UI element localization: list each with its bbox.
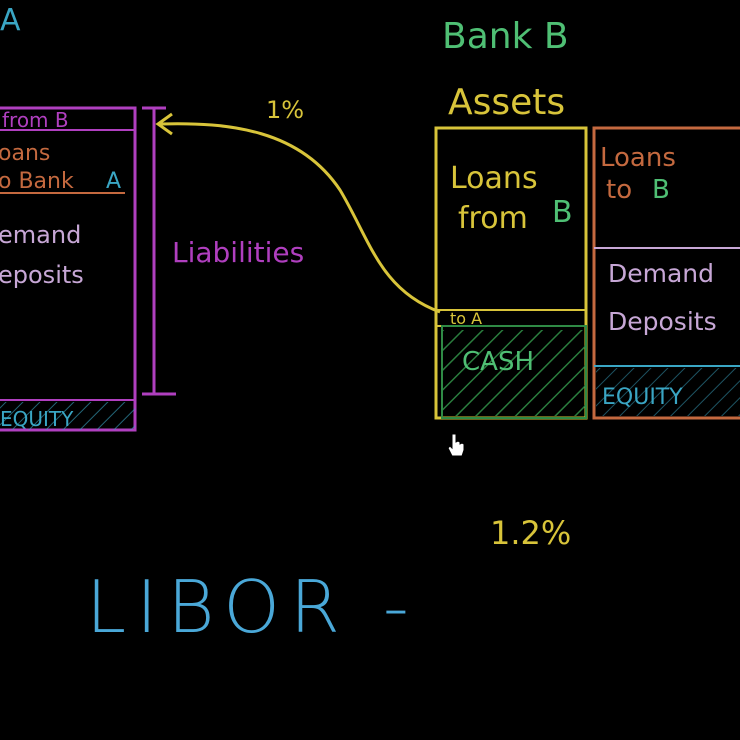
bank-a-demand-line1: emand bbox=[0, 221, 81, 249]
rate-label: 1.2% bbox=[490, 514, 571, 552]
libor-label: LIBOR - bbox=[86, 565, 419, 649]
loans-from-line2: from bbox=[458, 201, 528, 236]
loans-from-line1: Loans bbox=[450, 161, 538, 196]
loans-to-line1: Loans bbox=[600, 143, 676, 173]
bank-a-demand-line2: eposits bbox=[0, 261, 84, 289]
liabilities-label: Liabilities bbox=[172, 236, 304, 269]
bank-b-demand-line2: Deposits bbox=[608, 307, 717, 336]
bank-b-equity: EQUITY bbox=[602, 385, 683, 410]
bank-a-equity-hatch bbox=[0, 402, 135, 430]
interbank-loan-arrow bbox=[155, 112, 441, 314]
loans-from-letter: B bbox=[552, 195, 573, 230]
cash-hatch bbox=[442, 330, 586, 416]
bank-b-equity-hatch bbox=[596, 368, 740, 416]
bank-b-demand-line1: Demand bbox=[608, 259, 714, 288]
loans-to-line2: to bbox=[606, 175, 632, 205]
to-a-label: to A bbox=[450, 309, 482, 328]
loans-to-letter: B bbox=[652, 175, 670, 205]
bank-b-title: Bank B bbox=[442, 16, 569, 57]
arrow-rate-label: 1% bbox=[266, 96, 304, 124]
bank-b-liabilities-column bbox=[592, 126, 740, 420]
bank-a-loans-suffix: A bbox=[106, 169, 121, 194]
bank-b-assets-column bbox=[434, 126, 588, 420]
bank-a-loans-line2: o Bank bbox=[0, 169, 74, 194]
bank-a-balance-sheet: from B oans o Bank A emand eposits EQUIT… bbox=[0, 106, 137, 432]
bank-a-from-b: from B bbox=[2, 108, 69, 132]
cash-label: CASH bbox=[462, 347, 534, 377]
bank-a-loans-line1: oans bbox=[0, 141, 50, 166]
bank-a-title-fragment: A bbox=[0, 3, 21, 38]
assets-label: Assets bbox=[448, 82, 565, 123]
bank-a-equity: EQUITY bbox=[0, 407, 74, 431]
liabilities-bracket bbox=[142, 106, 176, 396]
hand-pointer-icon bbox=[447, 433, 465, 457]
